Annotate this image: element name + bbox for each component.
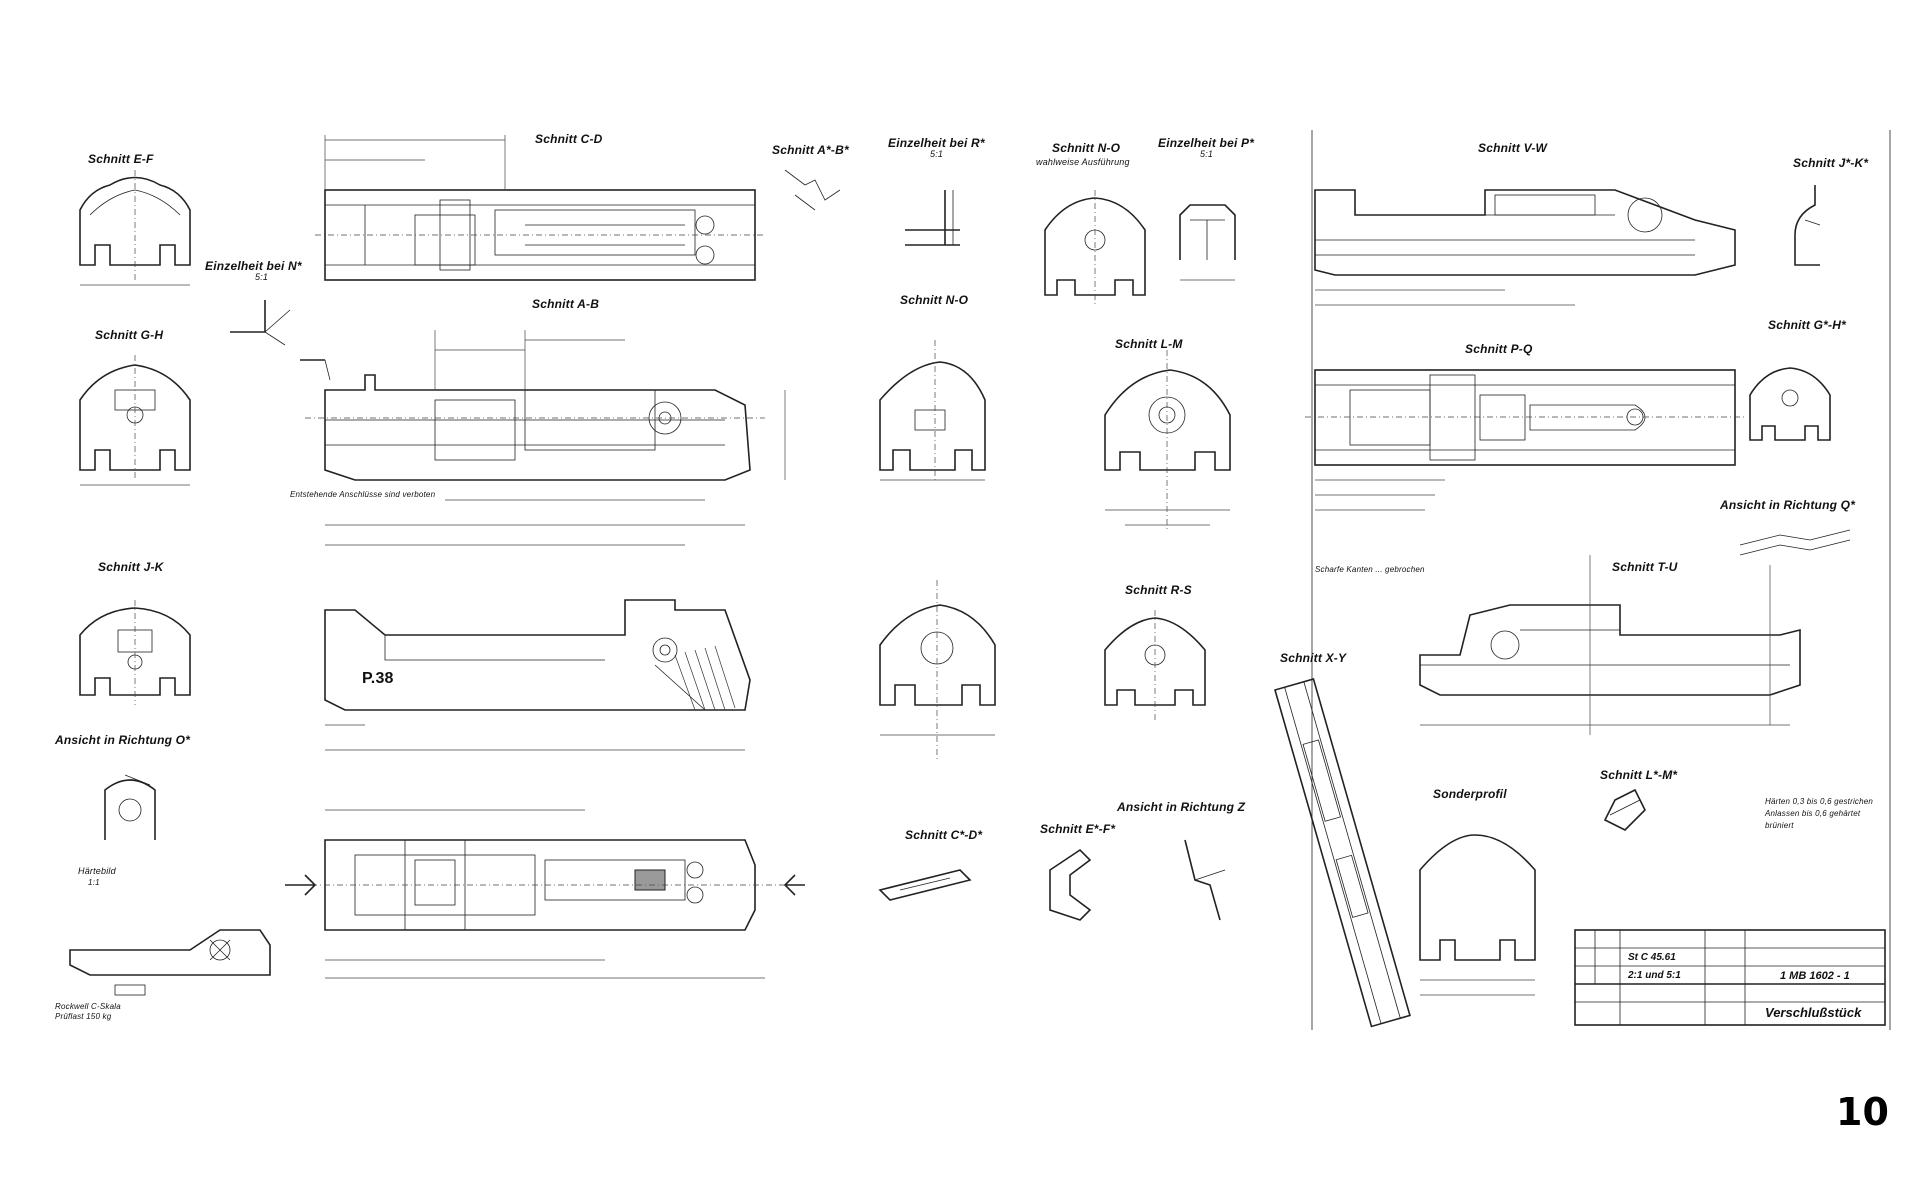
section-ef [79,170,191,286]
label-sonderprofil: Sonderprofil [1433,787,1507,801]
label-p38: P.38 [362,670,394,687]
label-haertebild: Härtebild [78,866,116,876]
section-vw-small [879,580,996,760]
section-rs [1104,610,1206,720]
note-haerten: Härten 0,3 bis 0,6 gestrichen [1765,797,1874,806]
detail-n [230,300,331,381]
label-schnitt-gh: Schnitt G-H [95,328,164,342]
view-o [104,774,156,840]
section-c1d1 [878,869,972,901]
label-schnitt-jk: Schnitt J-K [98,560,164,574]
label-schnitt-ab: Schnitt A-B [532,297,600,311]
view-q [1739,529,1851,556]
label-schnitt-lm: Schnitt L-M [1115,337,1183,351]
label-einzelheit-r-scale: 5:1 [930,149,944,159]
section-lm [1104,350,1231,530]
label-schnitt-e1f1: Schnitt E*-F* [1040,822,1116,836]
detail-r [905,190,960,246]
label-schnitt-c1d1: Schnitt C*-D* [905,828,983,842]
note-scharfe-kanten: Scharfe Kanten ... gebrochen [1315,565,1425,574]
label-wahlweise: wahlweise Ausführung [1036,157,1130,167]
label-einzelheit-n-scale: 5:1 [255,272,269,282]
section-a1b1 [784,169,841,211]
label-schnitt-no: Schnitt N-O [900,293,969,307]
label-rockwell: Rockwell C-Skala [55,1002,121,1011]
hardness-diagram [69,929,271,996]
note-bruenieren: brüniert [1765,821,1794,830]
section-xy [1274,677,1411,1028]
label-schnitt-pq: Schnitt P-Q [1465,342,1533,356]
section-gh [79,355,191,486]
section-tu [1419,555,1801,735]
special-profile [1419,834,1536,996]
note-entstehende: Entstehende Anschlüsse sind verboten [290,490,436,499]
section-no-alt [1044,190,1146,305]
label-schnitt-xy: Schnitt X-Y [1280,651,1347,665]
section-jk [79,600,191,705]
section-ab [305,330,786,501]
label-einzelheit-p-scale: 5:1 [1200,149,1214,159]
label-schnitt-no-top: Schnitt N-O [1052,141,1121,155]
section-pq [1305,369,1745,511]
detail-p [1179,204,1236,281]
label-ansicht-q: Ansicht in Richtung Q* [1720,498,1856,512]
label-haertebild-scale: 1:1 [88,878,100,887]
plan-view-ab [285,809,805,979]
note-anlassen: Anlassen bis 0,6 gehärtet [1765,809,1861,818]
title-block-drawing-no: 1 MB 1602 - 1 [1780,970,1850,982]
section-j1k1 [1794,185,1821,266]
section-g1h1 [1749,367,1831,441]
section-cd [315,135,765,281]
side-view-p38 [324,524,751,751]
label-schnitt-a1b1: Schnitt A*-B* [772,143,849,157]
page-number: 10 [1836,1090,1889,1134]
section-e1f1 [1049,848,1092,921]
view-z [1184,839,1226,921]
label-einzelheit-p: Einzelheit bei P* [1158,136,1255,150]
title-block [1574,929,1886,1026]
label-schnitt-rs: Schnitt R-S [1125,583,1192,597]
label-einzelheit-r: Einzelheit bei R* [888,136,985,150]
title-block-part-name: Verschlußstück [1765,1005,1862,1020]
section-vw [1314,189,1736,306]
label-schnitt-g1h1: Schnitt G*-H* [1768,318,1846,332]
label-pruflast: Prüflast 150 kg [55,1012,112,1021]
label-ansicht-z: Ansicht in Richtung Z [1117,800,1246,814]
section-no [879,340,986,481]
title-block-scale: 2:1 und 5:1 [1628,970,1681,981]
label-schnitt-l1m1: Schnitt L*-M* [1600,768,1678,782]
label-schnitt-vw: Schnitt V-W [1478,141,1548,155]
title-block-material: St C 45.61 [1628,952,1676,963]
label-einzelheit-n: Einzelheit bei N* [205,259,302,273]
label-schnitt-ef: Schnitt E-F [88,152,154,166]
label-schnitt-cd: Schnitt C-D [535,132,603,146]
label-ansicht-o: Ansicht in Richtung O* [55,733,191,747]
label-schnitt-j1k1: Schnitt J*-K* [1793,156,1869,170]
label-schnitt-tu: Schnitt T-U [1612,560,1678,574]
section-l1m1 [1603,788,1646,831]
